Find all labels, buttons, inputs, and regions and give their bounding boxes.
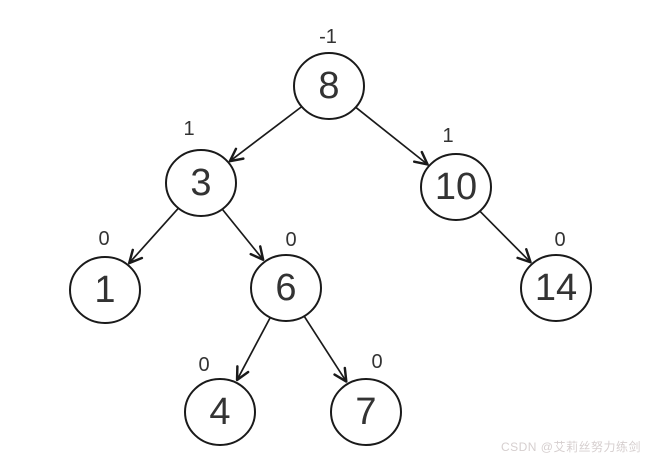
node-circle-8 <box>293 52 365 120</box>
tree-node-8: 8 -1 <box>293 26 365 120</box>
balance-label-8: -1 <box>319 26 337 48</box>
tree-node-6: 60 <box>250 229 322 322</box>
edge-6-to-4 <box>235 317 271 382</box>
node-circle-14 <box>520 254 592 322</box>
node-value-3: 3 <box>190 162 211 204</box>
node-value-6: 6 <box>275 267 296 309</box>
tree-node-10: 10 1 <box>420 125 492 221</box>
balance-label-7: 0 <box>371 351 382 373</box>
tree-node-14: 14 0 <box>520 229 592 322</box>
node-value-4: 4 <box>209 391 230 433</box>
tree-node-4: 40 <box>184 354 256 446</box>
edge-3-to-1 <box>127 207 179 265</box>
balance-label-4: 0 <box>198 354 209 376</box>
tree-node-1: 10 <box>69 228 141 324</box>
tree-node-7: 70 <box>330 351 402 446</box>
balance-label-10: 1 <box>442 125 453 147</box>
watermark: CSDN @艾莉丝努力练剑 <box>500 440 641 454</box>
node-circle-6 <box>250 254 322 322</box>
node-value-14: 14 <box>535 267 577 309</box>
node-circle-4 <box>184 378 256 446</box>
edge-6-to-7 <box>303 316 348 383</box>
edge-3-to-6 <box>221 208 265 262</box>
node-value-10: 10 <box>435 166 477 208</box>
balance-label-6: 0 <box>285 229 296 251</box>
tree-node-3: 31 <box>165 118 237 217</box>
node-value-7: 7 <box>355 391 376 433</box>
balance-label-14: 0 <box>554 229 565 251</box>
edge-10-to-14 <box>479 210 532 264</box>
node-circle-10 <box>420 153 492 221</box>
node-circle-3 <box>165 149 237 217</box>
balance-label-1: 0 <box>98 228 109 250</box>
node-circle-1 <box>69 256 141 324</box>
node-value-1: 1 <box>94 269 115 311</box>
edges-layer <box>127 105 532 383</box>
edge-8-to-10 <box>355 106 429 166</box>
node-value-8: 8 <box>318 65 339 107</box>
balance-label-3: 1 <box>183 118 194 140</box>
node-circle-7 <box>330 378 402 446</box>
edge-8-to-3 <box>228 105 303 163</box>
